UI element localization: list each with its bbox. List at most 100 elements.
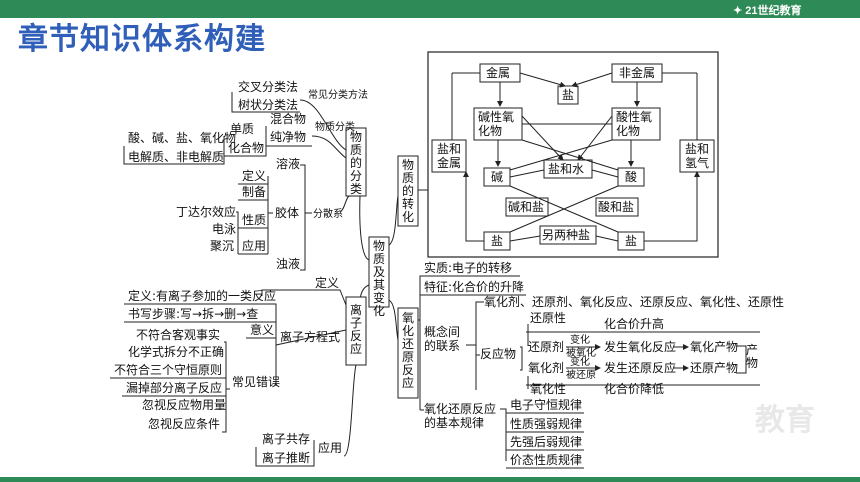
acid: 酸 bbox=[625, 169, 637, 184]
conversion-box bbox=[397, 155, 419, 227]
compound-bracket bbox=[123, 146, 225, 165]
acidic-oxide-base-link bbox=[509, 139, 613, 171]
products-bracket bbox=[736, 345, 747, 374]
change-1: 变化 bbox=[570, 333, 590, 346]
pure-bracket bbox=[223, 136, 267, 157]
error-5: 忽视反应物用量 bbox=[142, 397, 226, 412]
redox-box bbox=[397, 307, 419, 399]
ionic-equation: 离子方程式 bbox=[280, 329, 340, 344]
reduced: 被还原 bbox=[566, 368, 596, 381]
error-3: 不符合三个守恒原则 bbox=[114, 362, 222, 377]
two-salts-box bbox=[539, 225, 597, 245]
essence-line bbox=[418, 275, 520, 321]
base-to-salt-water bbox=[509, 169, 545, 178]
salt-to-two-salts-left bbox=[509, 235, 541, 242]
colloid: 胶体 bbox=[275, 205, 299, 220]
valence-up: 化合价升高 bbox=[604, 316, 664, 331]
concepts-link bbox=[466, 301, 484, 346]
redox-terms: 氧化剂、还原剂、氧化反应、还原反应、氧化性、还原性 bbox=[484, 294, 784, 309]
concepts-relation: 概念间的联系 bbox=[424, 324, 460, 353]
change-2: 变化 bbox=[570, 355, 590, 368]
pure-substance: 纯净物 bbox=[270, 130, 306, 144]
acid-to-salt-water bbox=[591, 169, 619, 178]
law-4: 价态性质规律 bbox=[510, 452, 582, 467]
common-errors: 常见错误 bbox=[232, 375, 280, 389]
colloid-definition: 定义 bbox=[242, 168, 266, 183]
ionic-meaning: 意义 bbox=[250, 322, 274, 337]
oxidation-product: 氧化产物 bbox=[690, 340, 738, 354]
cross-classification: 交叉分类法 bbox=[238, 79, 298, 94]
products-label: 产物 bbox=[746, 343, 758, 370]
electrolytes: 电解质、非电解质 bbox=[128, 150, 224, 164]
oxidized: 被氧化 bbox=[566, 346, 596, 359]
redox-essence: 实质:电子的转移 bbox=[424, 260, 512, 275]
solution: 溶液 bbox=[276, 156, 300, 171]
page-title: 章节知识体系构建 bbox=[18, 22, 266, 57]
reactants-bracket bbox=[520, 346, 523, 371]
mixture: 混合物 bbox=[270, 111, 306, 126]
reduction-reaction: 发生还原反应 bbox=[604, 360, 676, 375]
base: 碱 bbox=[491, 170, 503, 184]
top-bar bbox=[0, 0, 860, 18]
ionic-definition: 定义 bbox=[315, 275, 339, 290]
writing-steps: 书写步骤:写→拆→删→查 bbox=[128, 306, 258, 321]
equation-link bbox=[275, 329, 347, 346]
logo-text: 21世纪教育 bbox=[745, 5, 802, 17]
salt-right: 盐 bbox=[625, 234, 637, 248]
tree-classification: 树状分类法 bbox=[238, 97, 298, 112]
reducer: 还原剂 bbox=[528, 339, 564, 354]
salt-to-salt-hydrogen bbox=[644, 171, 700, 242]
basic-oxide-to-salt-water bbox=[521, 115, 564, 161]
acids-bases-salts-oxides: 酸、碱、盐、氧化物 bbox=[128, 130, 236, 145]
def-branch bbox=[261, 289, 310, 296]
equation-bracket bbox=[124, 303, 277, 386]
acid-salt-cross bbox=[509, 185, 619, 233]
ionic-application: 应用 bbox=[318, 440, 342, 455]
salt-water-box bbox=[543, 159, 593, 179]
salt-top-box bbox=[557, 85, 579, 105]
classification-label: 物质的分类 bbox=[350, 130, 362, 196]
ionic-label: 离子反应 bbox=[350, 302, 362, 356]
basic-oxide: 碱性氧化物 bbox=[478, 110, 514, 138]
application-link bbox=[343, 364, 357, 457]
dispersion-link bbox=[339, 195, 351, 213]
suspension: 浊液 bbox=[276, 256, 300, 271]
law-2: 性质强弱规律 bbox=[510, 416, 582, 431]
error-2: 化学式拆分不正确 bbox=[128, 344, 224, 359]
metal-to-salt bbox=[519, 72, 566, 88]
metal: 金属 bbox=[486, 65, 510, 80]
two-salts: 另两种盐 bbox=[542, 228, 590, 242]
bottom-bar bbox=[0, 477, 860, 482]
application-bracket bbox=[255, 440, 315, 467]
error-4: 漏掉部分离子反应 bbox=[126, 380, 222, 395]
substance-class-label: 物质分类 bbox=[315, 120, 355, 133]
colloid-properties: 性质 bbox=[242, 213, 266, 227]
acid-salt-box bbox=[595, 197, 639, 217]
reduction-product: 还原产物 bbox=[690, 361, 738, 375]
center-box bbox=[368, 236, 390, 308]
ion-inference: 离子推断 bbox=[262, 450, 310, 465]
reactants: 反应物 bbox=[480, 346, 516, 361]
watermark: 教育 bbox=[755, 404, 815, 437]
error-6: 忽视反应条件 bbox=[148, 416, 220, 431]
error-1: 不符合客观事实 bbox=[136, 327, 220, 342]
salt-top: 盐 bbox=[562, 88, 574, 102]
tyndall-effect: 丁达尔效应 bbox=[176, 204, 236, 219]
base-and-salt: 碱和盐 bbox=[508, 200, 544, 214]
common-methods-label: 常见分类方法 bbox=[308, 88, 368, 101]
salt-and-water: 盐和水 bbox=[548, 162, 584, 176]
coagulation: 聚沉 bbox=[210, 239, 234, 253]
element: 单质 bbox=[230, 122, 254, 136]
acid-and-salt: 酸和盐 bbox=[598, 199, 634, 214]
law-3: 先强后弱规律 bbox=[510, 434, 582, 449]
salt-to-two-salts-right bbox=[595, 235, 619, 242]
salt-to-salt-metal bbox=[463, 171, 484, 242]
redox-label: 氧化还原反应 bbox=[402, 311, 414, 390]
valence-down: 化合价降低 bbox=[604, 381, 664, 396]
center-label: 物质及其变化 bbox=[373, 239, 385, 318]
reducibility: 还原性 bbox=[530, 311, 566, 325]
dispersion-system: 分散系 bbox=[313, 207, 343, 220]
oxidizer: 氧化剂 bbox=[528, 360, 564, 375]
electrophoresis: 电泳 bbox=[212, 222, 236, 236]
substance-link bbox=[311, 135, 347, 159]
